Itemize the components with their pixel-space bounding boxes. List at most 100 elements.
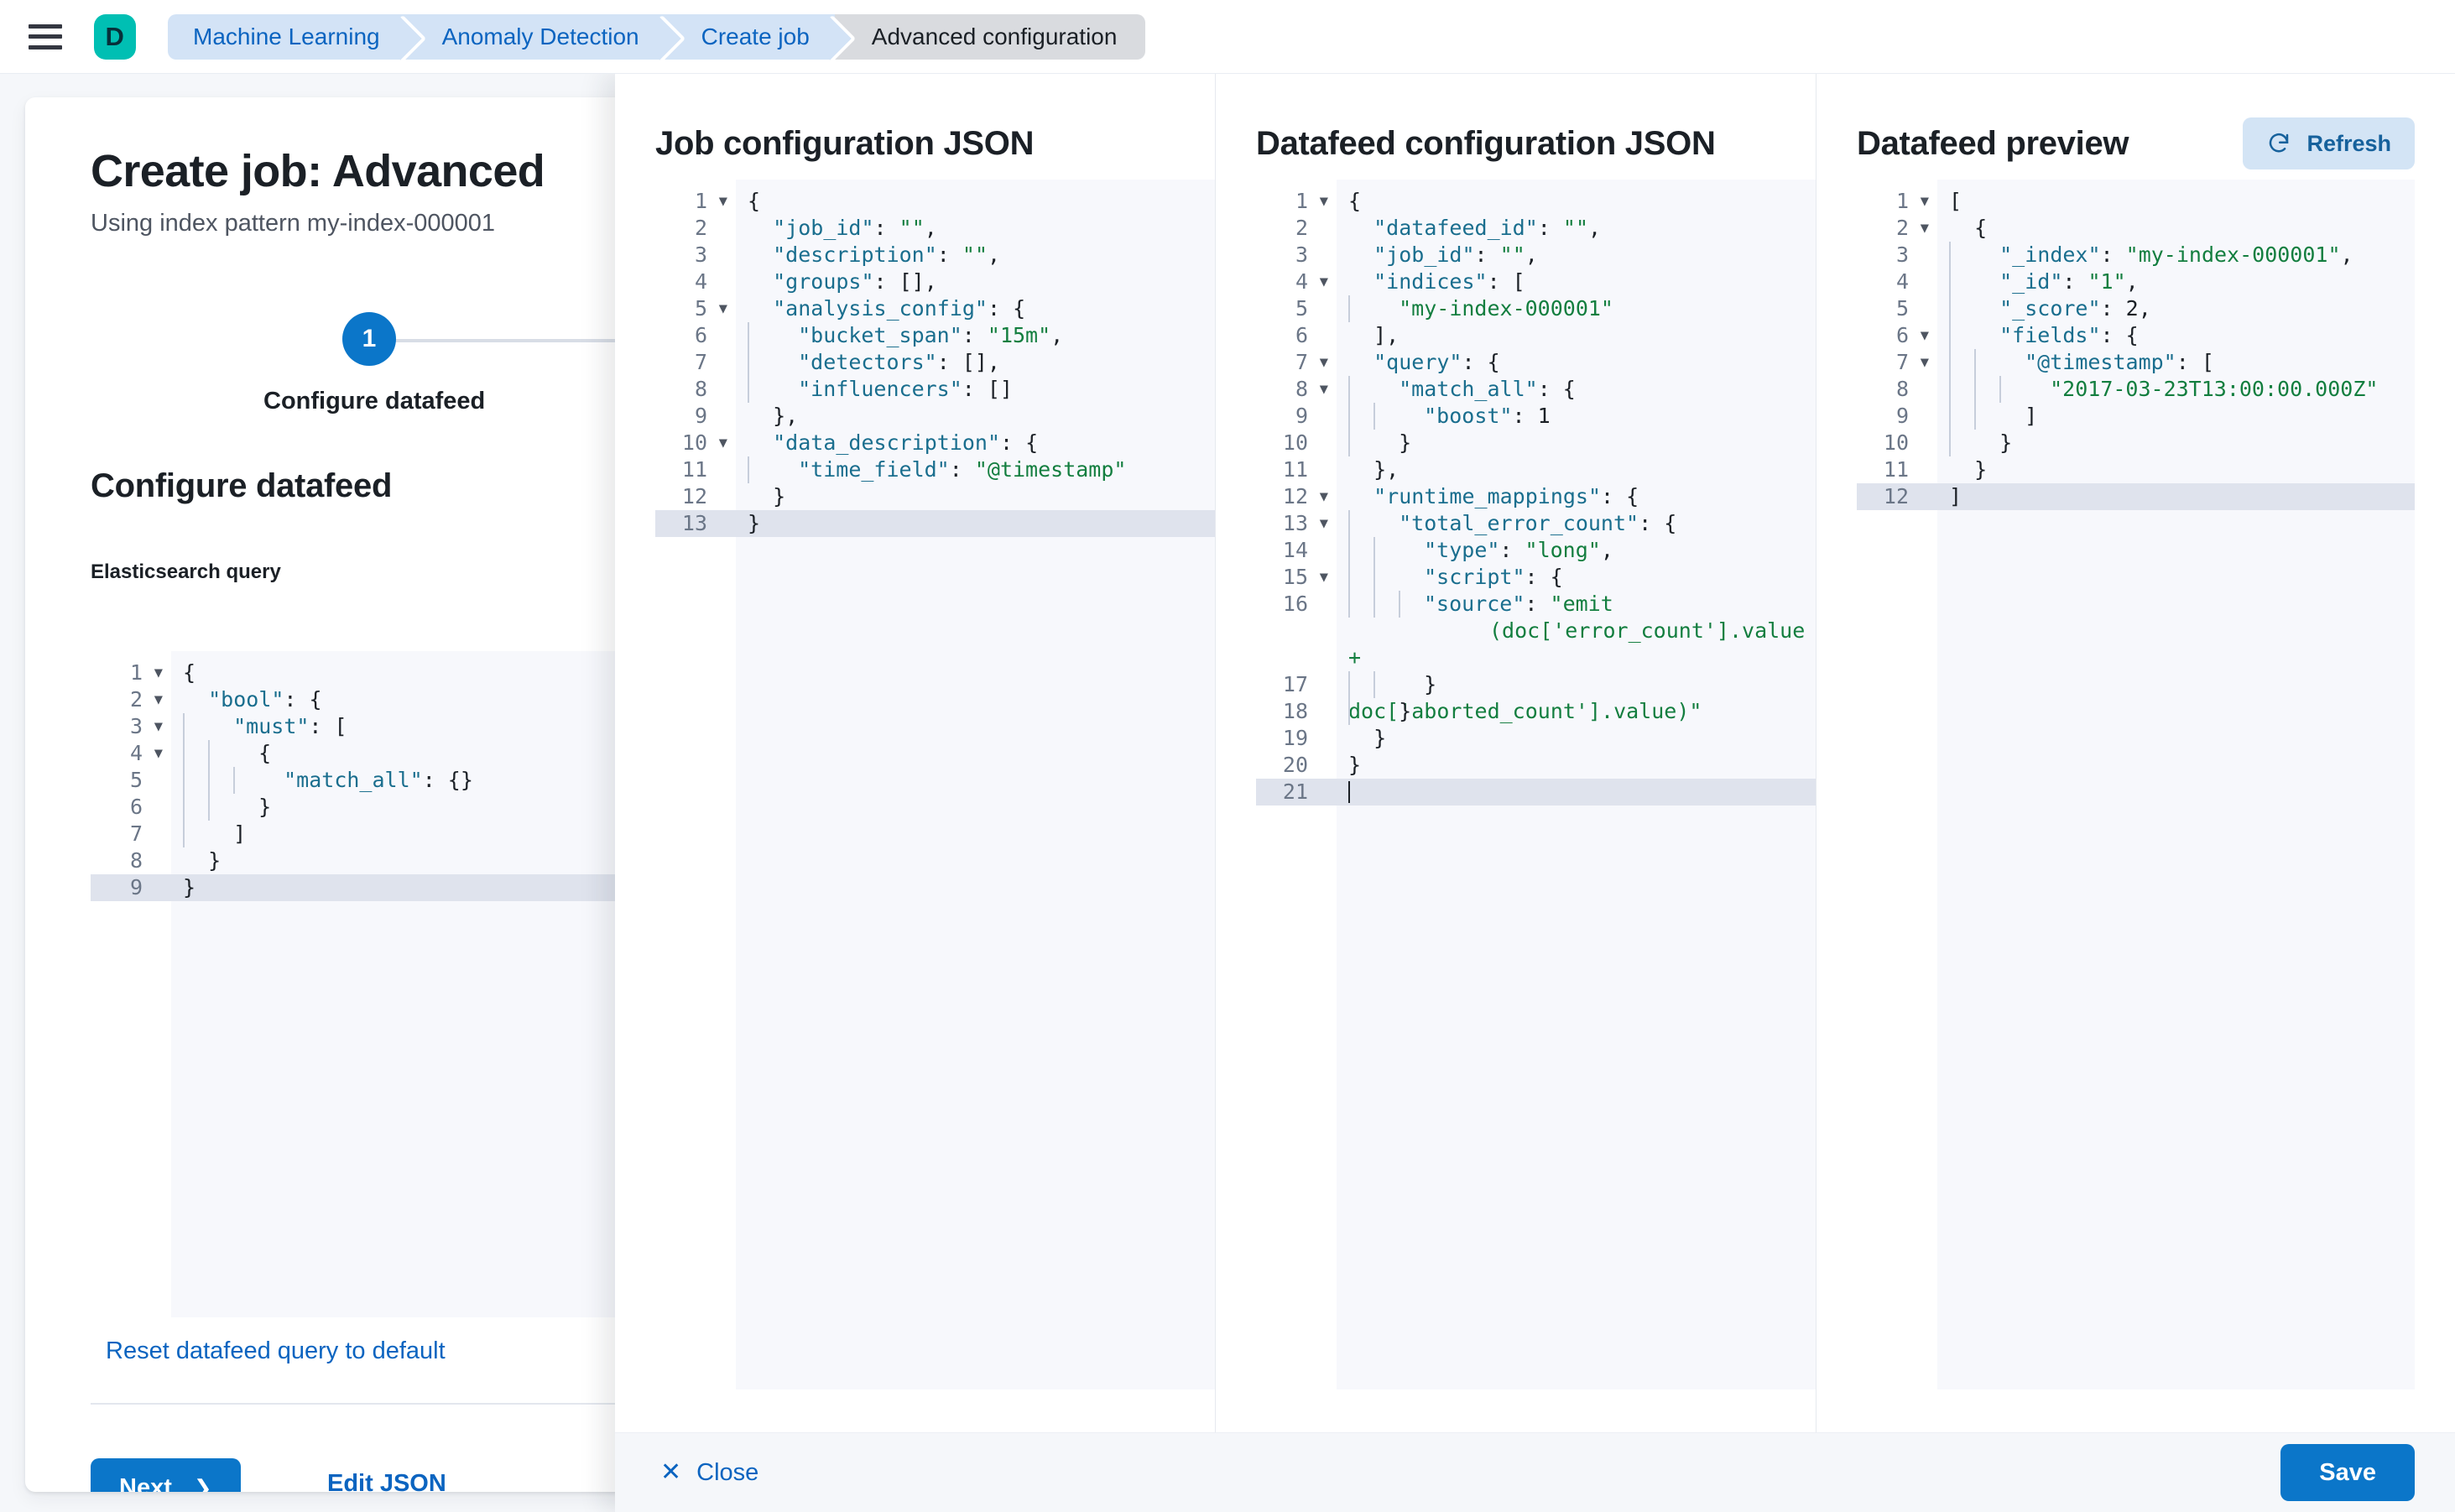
code-line[interactable]: }	[1348, 726, 1387, 750]
code-line[interactable]: }	[1337, 698, 1816, 725]
code-line[interactable]: }	[1337, 430, 1816, 456]
code-line[interactable]: "_score": 2,	[1937, 295, 2415, 322]
code-line[interactable]: "analysis_config": {	[773, 296, 1026, 321]
code-line[interactable]: "2017-03-23T13:00:00.000Z"	[1937, 376, 2415, 403]
code-line[interactable]: "job_id": "",	[1373, 242, 1538, 267]
next-button[interactable]: Next ❯	[91, 1458, 241, 1492]
code-line[interactable]: "must": [	[171, 713, 1024, 740]
code-line[interactable]: "boost": 1	[1337, 403, 1816, 430]
code-line[interactable]: },	[748, 404, 799, 428]
code-line[interactable]: "datafeed_id": "",	[1373, 216, 1602, 240]
fold-arrow-icon[interactable]: ▼	[1319, 569, 1328, 586]
code-line[interactable]: }	[748, 484, 786, 508]
fold-arrow-icon[interactable]: ▼	[1319, 515, 1328, 532]
fold-arrow-icon[interactable]: ▼	[718, 193, 727, 210]
code-line[interactable]: "groups": [],	[773, 269, 937, 294]
code-line[interactable]: "my-index-000001"	[1337, 295, 1816, 322]
code-line[interactable]: }	[1937, 430, 2415, 456]
editor-code[interactable]: { "job_id": "", "description": "", "grou…	[736, 180, 1216, 1389]
fold-arrow-icon[interactable]: ▼	[718, 435, 727, 451]
reset-datafeed-query-link[interactable]: Reset datafeed query to default	[106, 1337, 446, 1364]
fold-arrow-icon[interactable]: ▼	[718, 300, 727, 317]
breadcrumb-item-create-job[interactable]: Create job	[664, 13, 835, 60]
code-line[interactable]: "bool": {	[208, 687, 322, 712]
code-line[interactable]: }	[736, 510, 1216, 537]
fold-arrow-icon[interactable]: ▼	[154, 745, 163, 762]
code-line[interactable]: }	[1348, 753, 1362, 777]
save-button[interactable]: Save	[2280, 1444, 2415, 1501]
gutter-line: 1▼	[1895, 189, 1929, 213]
breadcrumb-item-advanced-configuration[interactable]: Advanced configuration	[834, 13, 1146, 60]
code-line[interactable]: "query": {	[1373, 350, 1500, 374]
fold-arrow-icon[interactable]: ▼	[154, 718, 163, 735]
code-line[interactable]: {	[748, 189, 761, 213]
refresh-icon	[2270, 133, 2289, 153]
close-x-icon: ✕	[660, 1458, 682, 1486]
code-line[interactable]: ]	[171, 821, 1024, 847]
code-line[interactable]: "_index": "my-index-000001",	[1937, 242, 2415, 269]
code-line[interactable]	[1337, 779, 1816, 806]
fold-arrow-icon[interactable]: ▼	[1319, 193, 1328, 210]
fold-arrow-icon[interactable]: ▼	[1920, 354, 1929, 371]
fold-arrow-icon[interactable]: ▼	[154, 665, 163, 681]
refresh-button[interactable]: Refresh	[2243, 117, 2415, 169]
breadcrumb-item-anomaly-detection[interactable]: Anomaly Detection	[404, 13, 665, 60]
code-line[interactable]: "_id": "1",	[1937, 269, 2415, 295]
editor-code[interactable]: { "datafeed_id": "", "job_id": "", "indi…	[1337, 180, 1816, 1389]
code-line[interactable]: [	[1949, 189, 1962, 213]
code-line[interactable]: },	[1348, 457, 1400, 482]
editor-code[interactable]: [ { "_index": "my-index-000001", "_id": …	[1937, 180, 2415, 1389]
code-line[interactable]: ]	[1937, 483, 2415, 510]
code-line[interactable]: "script": {	[1337, 564, 1816, 591]
code-line[interactable]: "bucket_span": "15m",	[736, 322, 1216, 349]
code-line[interactable]: {	[1348, 189, 1362, 213]
fold-arrow-icon[interactable]: ▼	[1319, 354, 1328, 371]
stepper-step-1[interactable]: 1	[342, 312, 396, 366]
code-line[interactable]: "runtime_mappings": {	[1373, 484, 1639, 508]
code-line[interactable]: "influencers": []	[736, 376, 1216, 403]
code-line[interactable]: }	[171, 794, 1024, 821]
code-line[interactable]: "data_description": {	[773, 430, 1039, 455]
gutter-line: 10	[1883, 430, 1909, 455]
code-line[interactable]: "fields": {	[1937, 322, 2415, 349]
hamburger-menu-icon[interactable]	[29, 23, 62, 50]
fold-arrow-icon[interactable]: ▼	[154, 691, 163, 708]
code-line[interactable]: "source": "emit(doc['error_count'].value…	[1348, 591, 1806, 723]
code-line[interactable]: "type": "long",	[1337, 537, 1816, 564]
code-line[interactable]: ],	[1348, 323, 1400, 347]
code-line[interactable]: "detectors": [],	[736, 349, 1216, 376]
code-line[interactable]: }	[1337, 671, 1816, 698]
code-line[interactable]: {	[183, 660, 196, 685]
code-line[interactable]: }	[183, 848, 222, 873]
gutter-line: 2▼	[129, 687, 163, 712]
code-line[interactable]: {	[171, 740, 1024, 767]
fold-arrow-icon[interactable]: ▼	[1319, 381, 1328, 398]
fold-arrow-icon[interactable]: ▼	[1920, 327, 1929, 344]
edit-json-link[interactable]: Edit JSON	[327, 1470, 446, 1492]
breadcrumb-item-machine-learning[interactable]: Machine Learning	[168, 13, 405, 60]
code-line[interactable]: "time_field": "@timestamp"	[736, 456, 1216, 483]
fold-arrow-icon[interactable]: ▼	[1319, 274, 1328, 290]
code-line[interactable]: "match_all": {	[1337, 376, 1816, 403]
fold-arrow-icon[interactable]: ▼	[1920, 220, 1929, 237]
code-line[interactable]: "@timestamp": [	[1937, 349, 2415, 376]
page-subtitle: Using index pattern my-index-000001	[91, 210, 495, 237]
next-button-label: Next	[119, 1473, 172, 1493]
code-line[interactable]: ]	[1937, 403, 2415, 430]
code-line[interactable]: {	[1949, 216, 1988, 240]
close-button[interactable]: ✕ Close	[655, 1458, 764, 1488]
gutter-line: 2▼	[1895, 216, 1929, 240]
code-line[interactable]: "indices": [	[1373, 269, 1525, 294]
code-line[interactable]: "job_id": "",	[773, 216, 937, 240]
fold-arrow-icon[interactable]: ▼	[1319, 488, 1328, 505]
gutter-line: 8	[694, 377, 707, 401]
fold-arrow-icon[interactable]: ▼	[1920, 193, 1929, 210]
code-line[interactable]: "total_error_count": {	[1337, 510, 1816, 537]
code-line[interactable]: "description": "",	[773, 242, 1001, 267]
code-line[interactable]: }	[1949, 457, 1988, 482]
code-line[interactable]: "match_all": {}	[171, 767, 1024, 794]
